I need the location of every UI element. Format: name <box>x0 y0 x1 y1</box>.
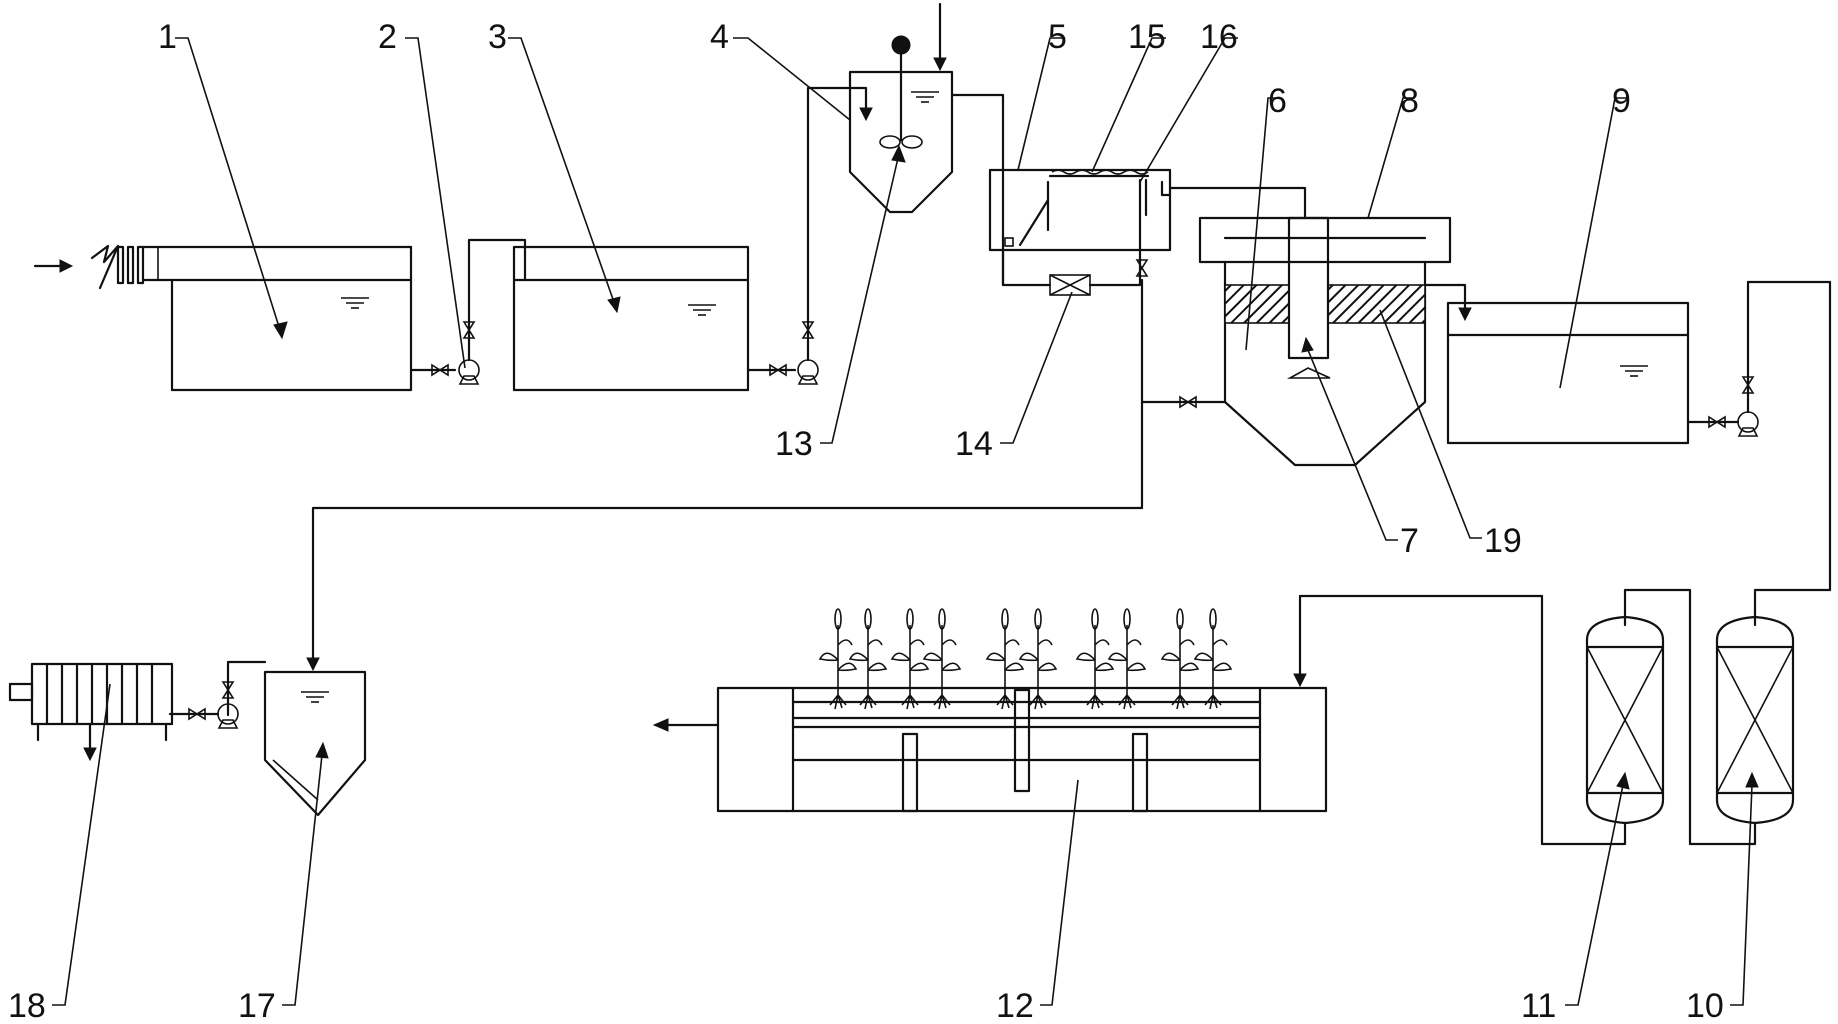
mixing-tank-4 <box>848 2 1005 287</box>
leader-lines <box>52 37 1759 1006</box>
tank-3 <box>512 86 868 392</box>
label-19: 19 <box>1484 522 1522 560</box>
label-9: 9 <box>1612 82 1631 120</box>
sludge-tank-17 <box>168 660 367 817</box>
label-1: 1 <box>158 18 177 56</box>
settling-tank-6 <box>1198 216 1467 467</box>
part-labels: 1 2 3 4 5 15 16 6 8 9 13 14 7 19 18 17 1… <box>8 18 1724 1024</box>
label-16: 16 <box>1200 18 1238 56</box>
wetland-12 <box>652 608 1328 813</box>
label-8: 8 <box>1400 82 1419 120</box>
tank-9 <box>1446 280 1832 627</box>
filter-press-18 <box>8 662 174 762</box>
center-pipe-7 <box>1287 216 1330 360</box>
filter-column-11 <box>1293 594 1665 846</box>
piping-5-6 <box>306 186 1307 672</box>
label-15: 15 <box>1128 18 1166 56</box>
label-4: 4 <box>710 18 729 56</box>
label-7: 7 <box>1400 522 1419 560</box>
flotation-tank-5 <box>988 168 1172 296</box>
filter-column-10 <box>1623 588 1795 846</box>
tank-1 <box>33 244 413 392</box>
pump-2 <box>409 238 527 385</box>
filter-layer-19 <box>1327 284 1426 324</box>
label-11: 11 <box>1521 987 1556 1024</box>
label-14: 14 <box>955 425 993 463</box>
label-10: 10 <box>1686 987 1724 1024</box>
label-13: 13 <box>775 425 813 463</box>
filter-layer-19-left <box>1224 284 1290 324</box>
label-5: 5 <box>1048 18 1067 56</box>
label-12: 12 <box>996 987 1034 1024</box>
label-3: 3 <box>488 18 507 56</box>
label-17: 17 <box>238 987 276 1024</box>
label-2: 2 <box>378 18 397 56</box>
label-6: 6 <box>1268 82 1287 120</box>
label-18: 18 <box>8 987 46 1024</box>
